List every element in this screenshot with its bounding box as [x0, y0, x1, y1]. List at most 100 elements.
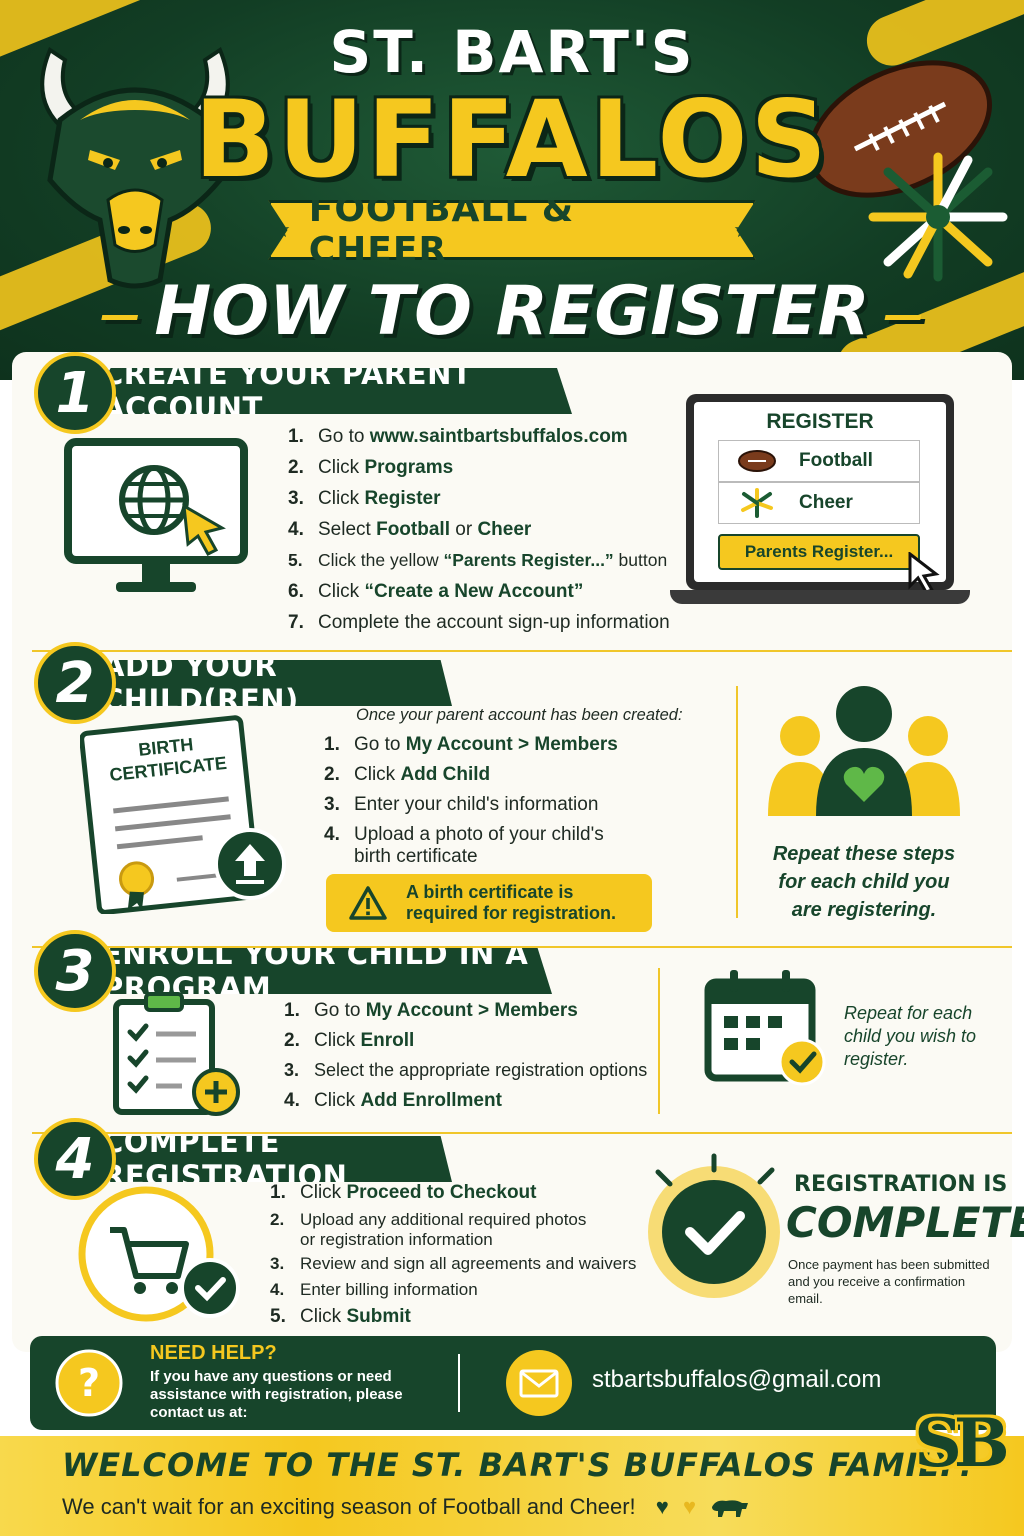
- complete-label: REGISTRATION IS: [794, 1172, 1008, 1197]
- list-item: 4. Click Add Enrollment: [284, 1090, 664, 1120]
- step3-list: 1.Go to My Account > Members 2. Click Enr…: [284, 1000, 664, 1120]
- item-number: 2.: [270, 1210, 285, 1229]
- mock-parents-register-button[interactable]: Parents Register...: [718, 534, 920, 570]
- item-number: 3.: [284, 1060, 300, 1080]
- item-text: Click Register: [318, 488, 440, 519]
- list-item: 2. Upload any additional required photos …: [270, 1210, 640, 1254]
- list-item: 5. Click Submit: [270, 1306, 640, 1332]
- website-link[interactable]: www.saintbartsbuffalos.com: [369, 426, 628, 447]
- item-number: 4.: [288, 519, 304, 540]
- list-item: 4.Select Football or Cheer: [288, 519, 678, 550]
- alert-text: A birth certificate is required for regi…: [406, 882, 617, 923]
- mock-football-option[interactable]: Football: [718, 440, 920, 482]
- item-text-highlight: Programs: [364, 457, 454, 478]
- item-number: 1.: [284, 1000, 300, 1021]
- section-divider: [32, 946, 1012, 948]
- laptop-screen-content: REGISTER Football Cheer Parents Register…: [694, 402, 946, 592]
- step1-title: CREATE YOUR PARENT ACCOUNT: [102, 357, 473, 425]
- item-number: 3.: [288, 488, 304, 509]
- item-number: 2.: [324, 764, 340, 785]
- list-item: 6. Click “Create a New Account”: [288, 581, 678, 612]
- step1-banner: CREATE YOUR PARENT ACCOUNT: [72, 368, 572, 414]
- welcome-tagline-text: We can't wait for an exciting season of …: [62, 1494, 636, 1519]
- birth-certificate-icon: [80, 715, 286, 914]
- item-number: 2.: [284, 1030, 300, 1051]
- pom-pom-icon: [868, 152, 1008, 282]
- football-icon: [807, 60, 993, 198]
- item-text-plain: Select: [318, 519, 377, 540]
- star-icon: ★: [733, 217, 753, 242]
- register-laptop-mock: REGISTER Football Cheer Parents Register…: [670, 394, 970, 606]
- item-text: Click Proceed to Checkout: [300, 1182, 537, 1210]
- item-text-plain: Click: [354, 764, 401, 785]
- item-text-highlight: Football: [376, 519, 450, 540]
- item-text-plain: Click: [318, 457, 365, 478]
- mock-cheer-option[interactable]: Cheer: [718, 482, 920, 524]
- item-text-highlight: Submit: [346, 1306, 411, 1327]
- header: ST. BART'S BUFFALOS ★ FOOTBALL & CHEER ★…: [0, 0, 1024, 380]
- team-name: BUFFALOS: [194, 78, 830, 201]
- mock-cheer-label: Cheer: [799, 492, 853, 513]
- question-icon: ?: [55, 1349, 123, 1417]
- step2-number: 2: [34, 642, 116, 724]
- vertical-divider: [658, 968, 660, 1114]
- vertical-divider: [736, 686, 738, 918]
- item-text-plain: Click the yellow: [318, 550, 444, 570]
- step2-list: 1. Go to My Account > Members 2. Click Add…: [324, 734, 654, 868]
- item-text-highlight: My Account > Members: [405, 734, 618, 755]
- step3-banner: ENROLL YOUR CHILD IN A PROGRAM: [72, 948, 552, 994]
- list-item: 3.Review and sign all agreements and wai…: [270, 1254, 640, 1280]
- help-bar: ? NEED HELP? If you have any questions o…: [30, 1336, 996, 1430]
- item-text-highlight: My Account > Members: [365, 1000, 578, 1021]
- step4-number: 4: [34, 1118, 116, 1200]
- email-icon[interactable]: [504, 1348, 574, 1418]
- page-title: — HOW TO REGISTER —: [0, 272, 1024, 351]
- item-number: 6.: [288, 581, 304, 602]
- item-text-highlight: Register: [364, 488, 441, 509]
- item-text-plain: Go to: [354, 734, 406, 755]
- step1-list: 1.Go to www.saintbartsbuffalos.com 2. Cli…: [288, 426, 678, 643]
- list-item: 1.Go to My Account > Members: [284, 1000, 664, 1030]
- list-item: 4.Enter billing information: [270, 1280, 640, 1306]
- item-number: 4.: [284, 1090, 300, 1111]
- item-text: Click Submit: [300, 1306, 411, 1332]
- item-text: Click Enroll: [314, 1030, 414, 1060]
- item-number: 2.: [288, 457, 304, 478]
- list-item: 3.Enter your child's information: [324, 794, 654, 824]
- football-icon: [738, 450, 776, 472]
- item-text: Click “Create a New Account”: [318, 581, 583, 612]
- list-item: 1.Click Proceed to Checkout: [270, 1182, 640, 1210]
- heart-icon: ♥: [682, 1494, 697, 1519]
- item-number: 5.: [270, 1306, 286, 1327]
- item-text-highlight: Add Child: [400, 764, 491, 785]
- mock-register-title: REGISTER: [766, 410, 874, 433]
- item-text: Upload any additional required photos or…: [300, 1210, 587, 1249]
- item-text-plain: or: [449, 519, 478, 540]
- page-title-text: HOW TO REGISTER: [154, 272, 870, 351]
- list-item: 1.Go to www.saintbartsbuffalos.com: [288, 426, 678, 457]
- item-text: Click the yellow “Parents Register...” b…: [318, 550, 667, 581]
- item-number: 3.: [324, 794, 340, 815]
- svg-text:?: ?: [78, 1361, 100, 1405]
- item-number: 1.: [324, 734, 340, 755]
- item-text-plain: Click: [314, 1090, 361, 1111]
- programs-banner: ★ FOOTBALL & CHEER ★: [268, 200, 756, 260]
- item-text-highlight: Proceed to Checkout: [346, 1182, 537, 1203]
- item-text: Click Add Enrollment: [314, 1090, 502, 1120]
- item-text: Go to www.saintbartsbuffalos.com: [318, 426, 628, 457]
- step1-number: 1: [34, 352, 116, 434]
- item-text: Select the appropriate registration opti…: [314, 1060, 648, 1080]
- step2-banner: ADD YOUR CHILD(REN): [72, 660, 452, 706]
- calendar-check-icon: [704, 970, 826, 1086]
- item-text-highlight: “Parents Register...”: [443, 550, 614, 570]
- step3-title: ENROLL YOUR CHILD IN A PROGRAM: [102, 937, 529, 1005]
- list-item: 7.Complete the account sign-up informati…: [288, 612, 678, 643]
- item-text: Enter billing information: [300, 1280, 478, 1299]
- section-divider: [32, 650, 1012, 652]
- help-email-link[interactable]: stbartsbuffalos@gmail.com: [592, 1366, 882, 1393]
- item-text: Complete the account sign-up information: [318, 612, 670, 633]
- dash-decoration: —: [869, 292, 924, 339]
- sb-logo: SB: [914, 1404, 1009, 1482]
- instructions-card: CREATE YOUR PARENT ACCOUNT 1 1.Go to www…: [12, 352, 1024, 1352]
- item-text-plain: Go to: [318, 426, 370, 447]
